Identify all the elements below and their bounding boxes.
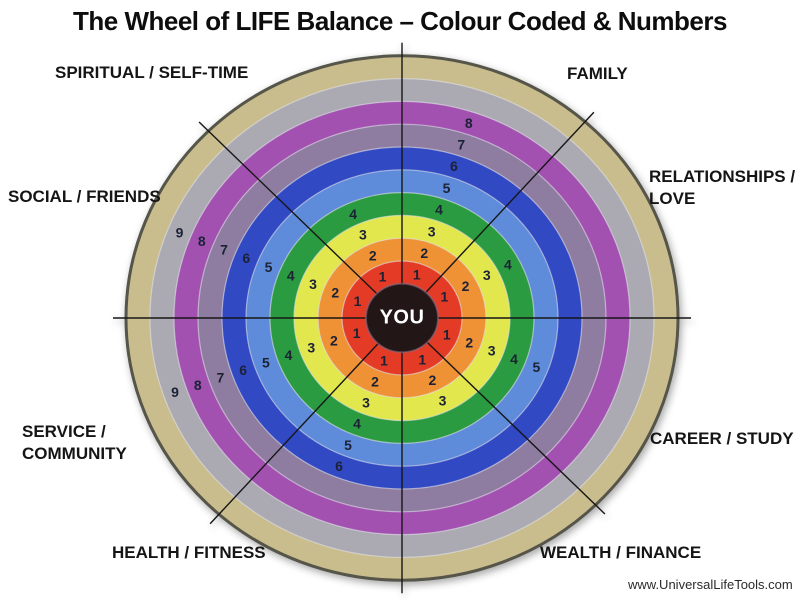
score-number-relationships-1: 1 xyxy=(440,289,448,305)
sector-label-relationships: RELATIONSHIPS / LOVE xyxy=(649,167,796,209)
score-number-service-2: 2 xyxy=(330,332,338,348)
sector-label-spiritual: SPIRITUAL / SELF-TIME xyxy=(55,63,249,82)
page-title: The Wheel of LIFE Balance – Colour Coded… xyxy=(73,6,727,36)
sector-label-career: CAREER / STUDY xyxy=(650,429,794,448)
score-number-service-5: 5 xyxy=(262,355,270,371)
score-number-family-5: 5 xyxy=(443,180,451,196)
score-number-social-5: 5 xyxy=(265,259,273,275)
score-number-social-1: 1 xyxy=(354,293,362,309)
score-number-spiritual-3: 3 xyxy=(359,227,367,243)
score-number-career-4: 4 xyxy=(510,351,518,367)
score-number-family-7: 7 xyxy=(457,137,465,153)
score-number-social-4: 4 xyxy=(287,267,295,283)
score-number-health-2: 2 xyxy=(371,373,379,389)
score-number-family-8: 8 xyxy=(465,115,473,131)
score-number-health-3: 3 xyxy=(362,395,370,411)
score-number-relationships-2: 2 xyxy=(462,278,470,294)
score-number-health-4: 4 xyxy=(353,416,361,432)
wheel-group: 1234123456781234123456789123456789123456… xyxy=(113,42,691,594)
sector-label-service: SERVICE / COMMUNITY xyxy=(22,422,127,464)
score-number-career-1: 1 xyxy=(443,326,451,342)
score-number-health-6: 6 xyxy=(335,458,343,474)
score-number-family-6: 6 xyxy=(450,158,458,174)
score-number-family-3: 3 xyxy=(428,223,436,239)
sector-label-family: FAMILY xyxy=(567,64,628,83)
score-number-service-8: 8 xyxy=(194,377,202,393)
score-number-service-1: 1 xyxy=(353,325,361,341)
score-number-social-7: 7 xyxy=(220,242,228,258)
score-number-social-8: 8 xyxy=(198,233,206,249)
score-number-career-5: 5 xyxy=(533,359,541,375)
center-you-label: YOU xyxy=(379,306,425,329)
score-number-wealth-1: 1 xyxy=(418,351,426,367)
score-number-service-3: 3 xyxy=(307,340,315,356)
score-number-service-9: 9 xyxy=(171,384,179,400)
score-number-family-4: 4 xyxy=(435,202,443,218)
score-number-career-3: 3 xyxy=(488,343,496,359)
score-number-relationships-3: 3 xyxy=(483,267,491,283)
score-number-family-1: 1 xyxy=(413,267,421,283)
website-url: www.UniversalLifeTools.com xyxy=(628,577,793,592)
score-number-wealth-3: 3 xyxy=(439,393,447,409)
sector-label-health: HEALTH / FITNESS xyxy=(112,543,266,562)
score-number-spiritual-1: 1 xyxy=(379,268,387,284)
score-number-social-9: 9 xyxy=(176,225,184,241)
score-number-spiritual-2: 2 xyxy=(369,248,377,264)
score-number-service-4: 4 xyxy=(285,347,293,363)
center-circle xyxy=(365,282,439,354)
score-number-relationships-4: 4 xyxy=(504,256,512,272)
sector-label-social: SOCIAL / FRIENDS xyxy=(8,187,161,206)
score-number-social-6: 6 xyxy=(242,250,250,266)
score-number-social-2: 2 xyxy=(331,284,339,300)
score-number-health-1: 1 xyxy=(380,352,388,368)
score-number-service-7: 7 xyxy=(217,369,225,385)
score-number-social-3: 3 xyxy=(309,276,317,292)
score-number-wealth-2: 2 xyxy=(429,372,437,388)
score-number-health-5: 5 xyxy=(344,437,352,453)
score-number-family-2: 2 xyxy=(420,245,428,261)
score-number-spiritual-4: 4 xyxy=(349,206,357,222)
score-number-career-2: 2 xyxy=(465,335,473,351)
sector-label-wealth: WEALTH / FINANCE xyxy=(540,543,702,562)
score-number-service-6: 6 xyxy=(239,362,247,378)
